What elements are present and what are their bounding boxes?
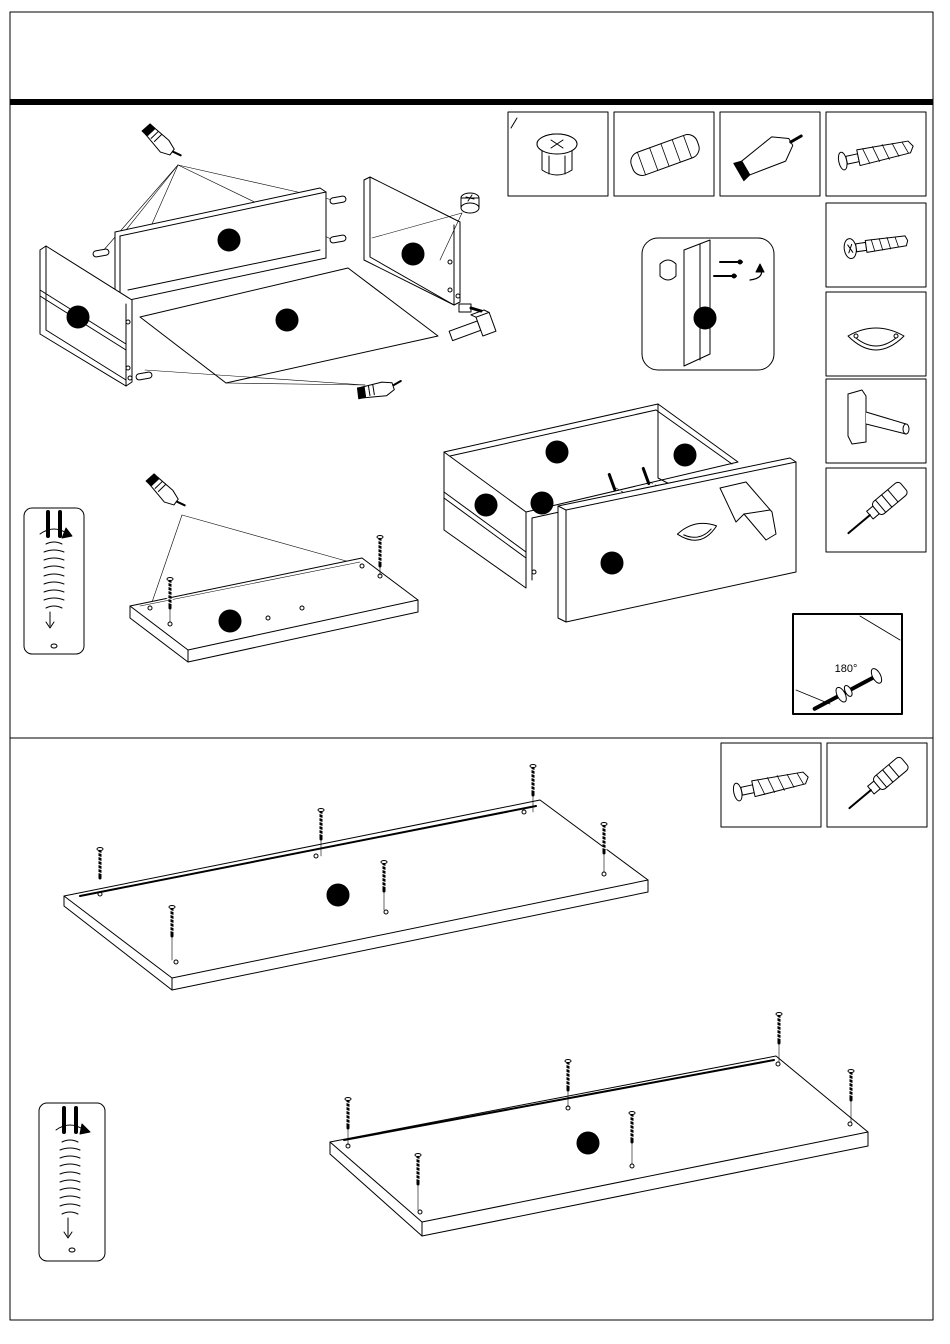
hammer-icon	[848, 390, 909, 444]
part-marker	[674, 444, 696, 466]
long-panel-upper	[64, 800, 648, 990]
part-marker	[531, 492, 553, 514]
part-marker	[577, 1132, 599, 1154]
handle-detail-inset	[642, 238, 774, 370]
part-marker	[694, 307, 716, 329]
cam-lock-icon	[537, 134, 577, 175]
drawer-assembly-step: 180°	[24, 112, 926, 716]
long-panel-lower	[330, 1056, 868, 1236]
header-bar	[10, 99, 933, 105]
screwdriver-icon	[844, 756, 909, 815]
shelf-panel-step	[39, 743, 927, 1261]
cam-bolt-icon	[459, 304, 481, 312]
cup-handle-icon	[848, 328, 904, 350]
part-marker	[219, 610, 241, 632]
part-marker	[276, 309, 298, 331]
part-marker	[402, 243, 424, 265]
glue-bottle-icon	[732, 124, 808, 184]
assembled-drawer	[444, 404, 796, 622]
screwdriver-icon	[843, 481, 908, 540]
part-marker	[475, 494, 497, 516]
part-marker	[327, 884, 349, 906]
rotation-detail-inset: 180°	[793, 614, 902, 716]
glue-bottle-icon	[145, 468, 185, 515]
glue-bottle-icon	[355, 371, 401, 408]
part-marker	[218, 229, 240, 251]
small-board	[130, 558, 418, 662]
part-marker	[67, 306, 89, 328]
part-marker	[601, 552, 623, 574]
screw-in-detail-inset	[39, 1103, 105, 1261]
cam-bolt-icon	[843, 231, 909, 260]
part-marker	[546, 441, 568, 463]
dowel-icon	[628, 132, 702, 178]
right-side-panel	[364, 177, 460, 305]
expansion-screw-icon	[837, 137, 915, 170]
rotation-angle-label: 180°	[835, 663, 858, 675]
cam-lock-icon	[461, 193, 479, 213]
hammer-icon	[446, 309, 496, 347]
expansion-screw-icon	[732, 768, 810, 801]
screw-in-detail-inset	[24, 508, 84, 654]
glue-bottle-icon	[141, 118, 181, 165]
tools-panel	[721, 743, 927, 827]
